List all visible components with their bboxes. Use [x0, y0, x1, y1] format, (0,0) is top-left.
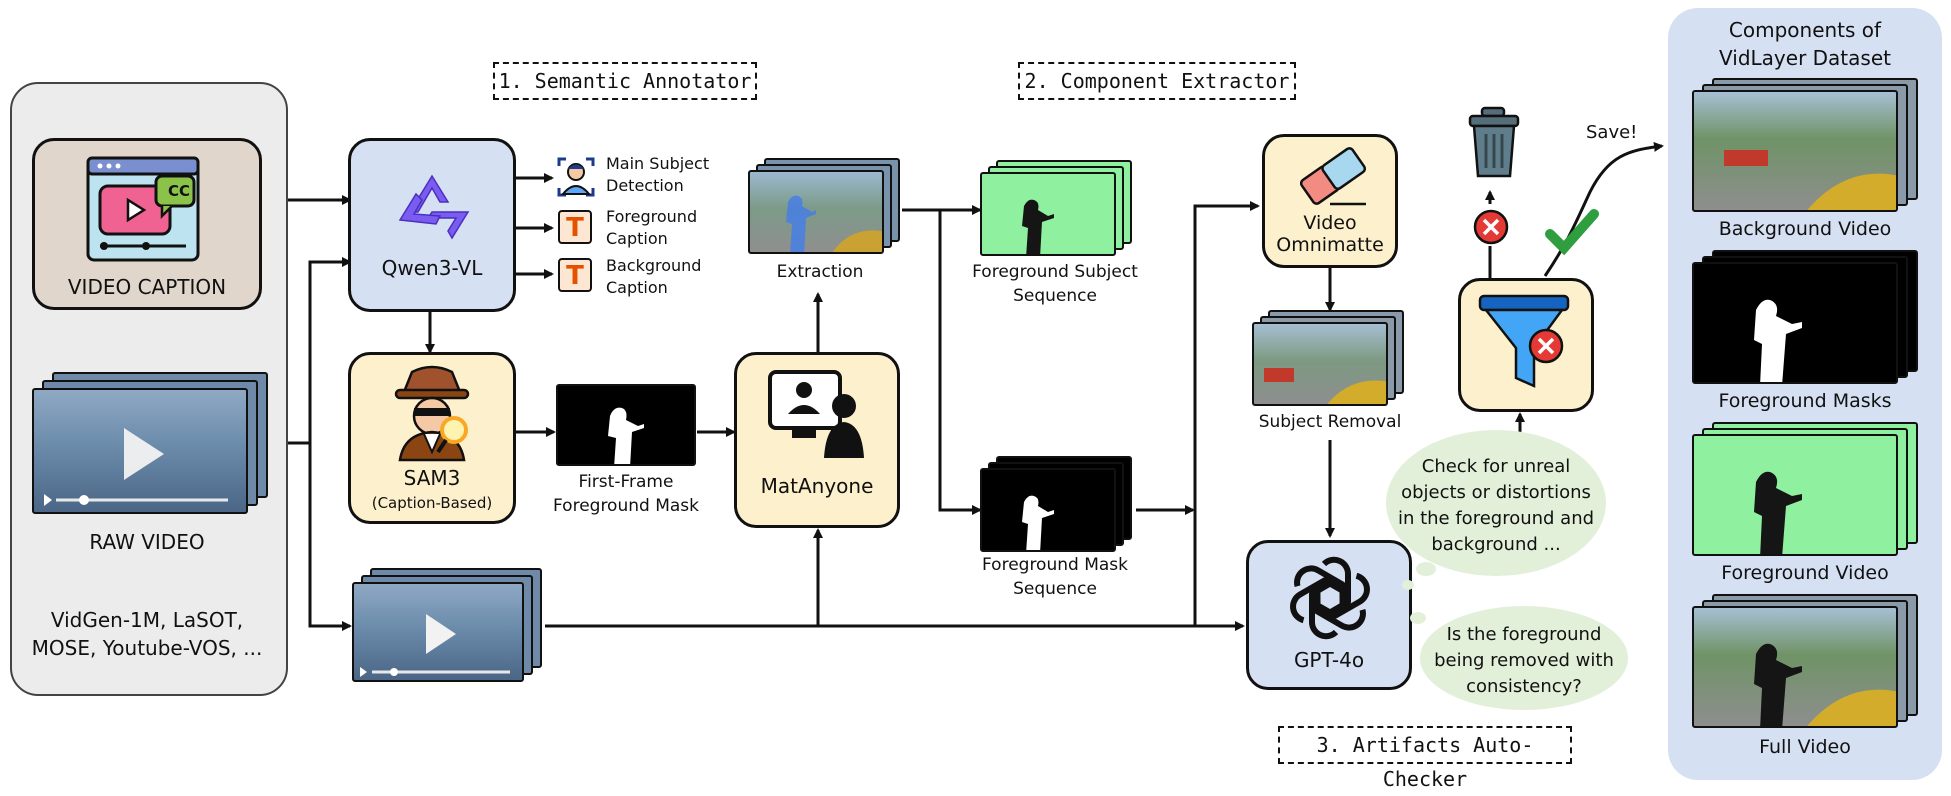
- dataset-item-background-video: Background Video: [1718, 218, 1892, 240]
- raw-video-stack: [32, 372, 272, 516]
- video-caption-icon: [86, 156, 200, 262]
- output-main-subject-line1: Main Subject: [606, 154, 710, 173]
- raw-video-label: RAW VIDEO: [89, 530, 205, 554]
- input-video-stack: [352, 568, 548, 690]
- openai-logo-icon: [1290, 556, 1370, 640]
- output-bg-caption-line1: Background: [606, 256, 702, 275]
- stage-semantic-annotator: 1. Semantic Annotator: [493, 62, 757, 100]
- output-fg-caption-line1: Foreground: [606, 207, 698, 226]
- dataset-item-full-video: Full Video: [1759, 736, 1851, 758]
- dataset-background-video: [1692, 78, 1920, 214]
- trash-icon: [1468, 106, 1520, 178]
- dataset-title-2: VidLayer Dataset: [1719, 46, 1891, 70]
- foreground-caption-icon: T: [558, 210, 592, 244]
- check-line-3: in the foreground and: [1397, 508, 1595, 529]
- sources-line-2: MOSE, Youtube-VOS, ...: [31, 636, 263, 660]
- fg-subject-stack: [980, 160, 1136, 260]
- consistency-line-1: Is the foreground: [1446, 624, 1602, 645]
- consistency-line-2: being removed with: [1434, 650, 1614, 671]
- stage-artifacts-checker: 3. Artifacts Auto-Checker: [1278, 726, 1572, 791]
- dataset-foreground-masks: [1692, 250, 1920, 386]
- sources-line-1: VidGen-1M, LaSOT,: [50, 608, 244, 632]
- check-line-2: objects or distortions: [1401, 482, 1591, 503]
- fg-subject-label-2: Sequence: [1013, 286, 1097, 306]
- fg-mask-stack: [980, 456, 1136, 556]
- sam-sublabel: (Caption-Based): [371, 494, 493, 512]
- check-bubble-tail-small: [1402, 580, 1414, 590]
- detective-icon: [394, 365, 470, 462]
- dataset-full-video: [1692, 594, 1920, 730]
- check-line-4: background ...: [1431, 534, 1561, 555]
- cc-badge: CC: [167, 182, 191, 200]
- video-caption-label: VIDEO CAPTION: [67, 275, 227, 299]
- check-line-1: Check for unreal: [1421, 456, 1571, 477]
- dataset-item-foreground-video: Foreground Video: [1721, 562, 1889, 584]
- stage-component-extractor: 2. Component Extractor: [1018, 62, 1296, 100]
- qwen-logo-icon: [398, 174, 470, 240]
- fg-mask-label-1: Foreground Mask: [982, 555, 1128, 575]
- consistency-bubble-tail: [1410, 612, 1426, 624]
- qwen-label: Qwen3-VL: [381, 256, 483, 280]
- save-label: Save!: [1586, 122, 1638, 143]
- subject-removal-label: Subject Removal: [1258, 412, 1402, 432]
- gpt-node: [1246, 540, 1412, 690]
- first-frame-mask-image: [556, 384, 696, 466]
- gpt-label: GPT-4o: [1293, 648, 1365, 672]
- dataset-foreground-video: [1692, 422, 1920, 558]
- reject-icon: [1473, 209, 1509, 245]
- qwen-node: [348, 138, 516, 312]
- check-bubble: [1386, 430, 1606, 576]
- output-fg-caption-line2: Caption: [606, 229, 668, 248]
- fg-subject-label-1: Foreground Subject: [972, 262, 1138, 282]
- matanyone-icon: [768, 370, 864, 458]
- dataset-title-1: Components of: [1728, 18, 1882, 42]
- output-main-subject-line2: Detection: [606, 176, 684, 195]
- output-bg-caption-line2: Caption: [606, 278, 668, 297]
- consistency-line-3: consistency?: [1466, 676, 1582, 697]
- eraser-icon: [1299, 147, 1367, 206]
- check-bubble-tail: [1416, 562, 1436, 576]
- first-frame-label-2: Foreground Mask: [553, 496, 699, 516]
- first-frame-label-1: First-Frame: [578, 472, 674, 492]
- fg-mask-label-2: Sequence: [1013, 579, 1097, 599]
- subject-removal-stack: [1252, 310, 1408, 410]
- consistency-bubble: [1420, 606, 1628, 710]
- omnimatte-label-1: Video: [1303, 212, 1357, 234]
- funnel-icon: [1478, 294, 1570, 388]
- play-icon: [120, 420, 130, 430]
- omnimatte-label-2: Omnimatte: [1276, 234, 1384, 256]
- main-subject-detection-icon: [557, 157, 595, 197]
- dataset-item-foreground-masks: Foreground Masks: [1718, 390, 1892, 412]
- matanyone-label: MatAnyone: [760, 474, 874, 498]
- accept-icon: [1545, 209, 1599, 256]
- background-caption-icon: T: [558, 258, 592, 292]
- sam-label: SAM3: [403, 466, 461, 490]
- omnimatte-node: [1262, 134, 1398, 268]
- extraction-label: Extraction: [776, 262, 864, 282]
- extraction-stack: [748, 158, 902, 258]
